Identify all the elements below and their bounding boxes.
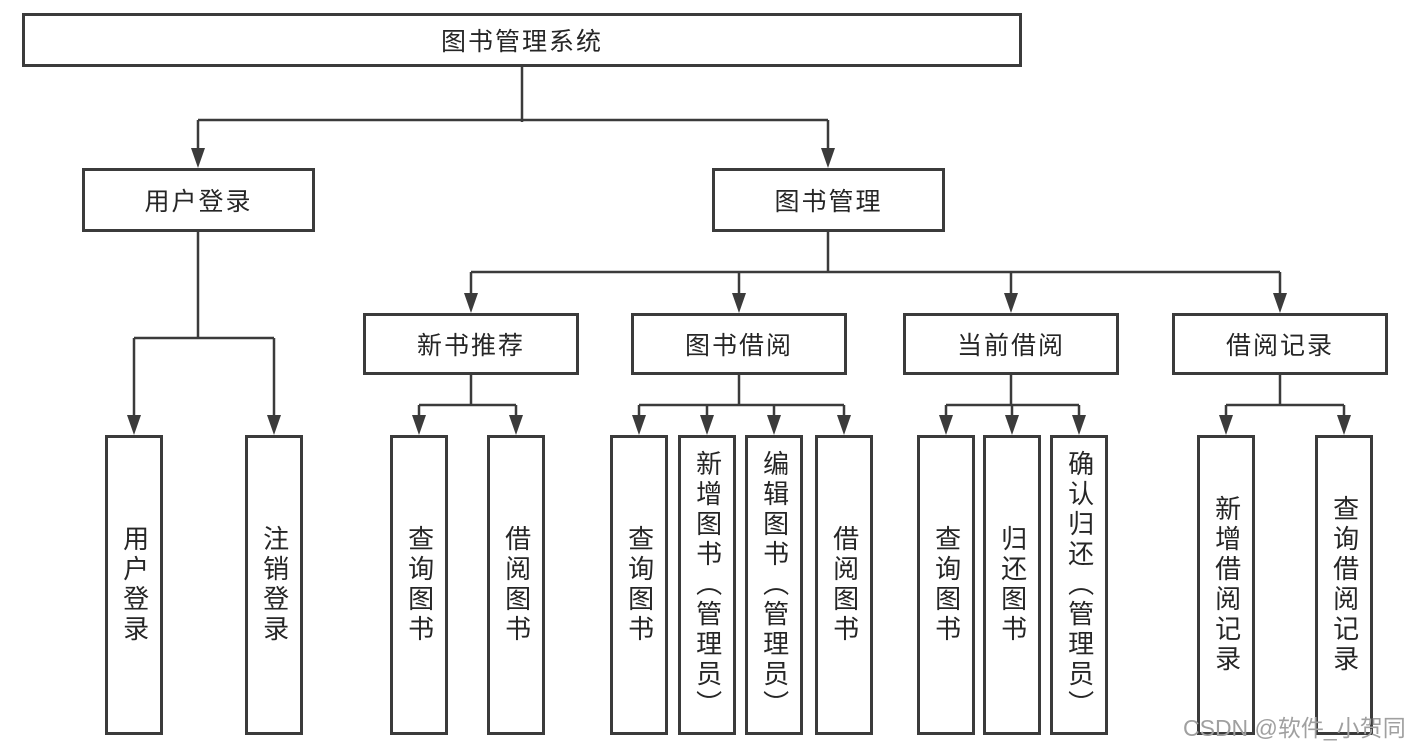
leaf-add-books-admin-label: 新增图书（管理员） [692, 450, 723, 720]
leaf-query-borrow-record-label: 查询借阅记录 [1329, 495, 1360, 675]
leaf-return-books-label: 归还图书 [997, 525, 1028, 645]
connector-edges [132, 67, 1346, 419]
leaf-add-borrow-record-label: 新增借阅记录 [1211, 495, 1242, 675]
leaf-edit-books-admin-label: 编辑图书（管理员） [759, 450, 790, 720]
leaf-return-books: 归还图书 [983, 435, 1041, 735]
leaf-logout-label: 注销登录 [259, 525, 290, 645]
node-new-book-recommend: 新书推荐 [363, 313, 579, 375]
node-book-borrowing-label: 图书借阅 [684, 332, 793, 360]
node-book-management: 图书管理 [712, 168, 945, 232]
node-root-system: 图书管理系统 [22, 13, 1022, 67]
leaf-confirm-return-admin: 确认归还（管理员） [1050, 435, 1108, 735]
leaf-confirm-return-admin-label: 确认归还（管理员） [1064, 450, 1095, 720]
leaf-user-login: 用户登录 [105, 435, 163, 735]
leaf-borrow-books-recommend: 借阅图书 [487, 435, 545, 735]
leaf-query-books-recommend: 查询图书 [390, 435, 448, 735]
node-new-book-recommend-label: 新书推荐 [416, 332, 525, 360]
leaf-query-books-borrowing: 查询图书 [610, 435, 668, 735]
leaf-borrow-books-label: 借阅图书 [829, 525, 860, 645]
leaf-query-borrow-record: 查询借阅记录 [1315, 435, 1373, 735]
node-root-system-label: 图书管理系统 [440, 28, 603, 56]
node-borrowing-records-label: 借阅记录 [1225, 332, 1334, 360]
node-current-borrowing-label: 当前借阅 [956, 332, 1065, 360]
node-borrowing-records: 借阅记录 [1172, 313, 1388, 375]
csdn-watermark: CSDN @软件_小贺同学 [1183, 715, 1405, 741]
leaf-edit-books-admin: 编辑图书（管理员） [745, 435, 803, 735]
node-user-login: 用户登录 [82, 168, 315, 232]
node-user-login-label: 用户登录 [144, 188, 253, 216]
leaf-query-books-borrowing-label: 查询图书 [624, 525, 655, 645]
leaf-user-login-label: 用户登录 [119, 525, 150, 645]
node-book-borrowing: 图书借阅 [631, 313, 847, 375]
leaf-query-books-current: 查询图书 [917, 435, 975, 735]
leaf-query-books-current-label: 查询图书 [931, 525, 962, 645]
leaf-borrow-books: 借阅图书 [815, 435, 873, 735]
node-current-borrowing: 当前借阅 [903, 313, 1119, 375]
leaf-borrow-books-recommend-label: 借阅图书 [501, 525, 532, 645]
leaf-add-books-admin: 新增图书（管理员） [678, 435, 736, 735]
leaf-query-books-recommend-label: 查询图书 [404, 525, 435, 645]
leaf-logout: 注销登录 [245, 435, 303, 735]
leaf-add-borrow-record: 新增借阅记录 [1197, 435, 1255, 735]
node-book-management-label: 图书管理 [774, 188, 883, 216]
